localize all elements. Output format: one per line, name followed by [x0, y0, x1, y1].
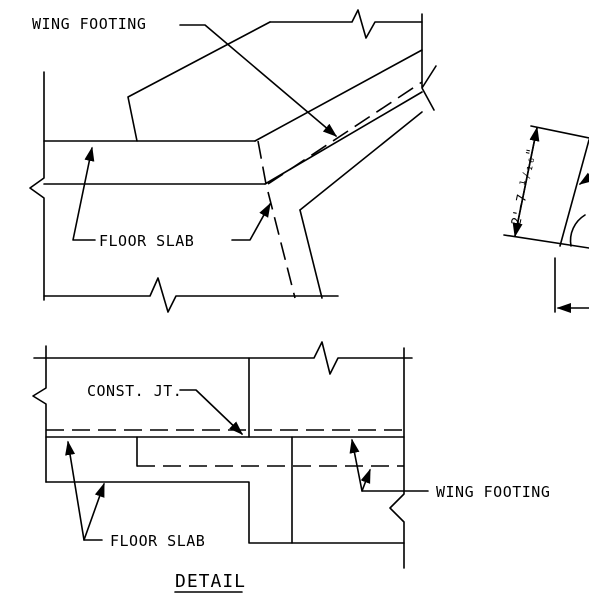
section-wing-footing-label: WING FOOTING [436, 483, 550, 501]
floor-slab-leader-right [231, 202, 271, 241]
section-top-line [33, 341, 413, 375]
dimension-line-back [514, 126, 540, 237]
wing-top-line [269, 9, 423, 39]
section-view: CONST. JT. FLOOR SLAB WING FOOTING [32, 341, 550, 569]
angle-leader [578, 172, 589, 185]
wing-footing-outline [127, 21, 271, 142]
dimension-text: 2'-7 ¹⁄₁₆" [509, 147, 540, 227]
wing-right-edge [421, 13, 437, 111]
plan-view: WING FOOTING FLOOR SLAB [29, 9, 437, 313]
dimension-extension-1 [530, 125, 589, 139]
angle-arc [569, 214, 586, 247]
dimension-member-edge [559, 139, 589, 247]
floor-slab-leader-b [83, 482, 105, 541]
const-jt-label: CONST. JT. [87, 382, 182, 400]
floor-slab-bottom [45, 481, 405, 544]
wing-footing-leader-b [360, 468, 371, 492]
wing-diagonal-lower [264, 91, 423, 185]
floor-slab-leader-left [72, 146, 96, 241]
plan-floor-slab-label: FLOOR SLAB [99, 232, 194, 250]
dimension-fragment: 2'-7 ¹⁄₁₆" [503, 125, 589, 314]
wing-diagonal-bottom [299, 111, 423, 211]
plan-joint-dashed-2 [267, 81, 423, 185]
const-jt-leader [179, 389, 244, 435]
wing-footing-leader-a [349, 438, 429, 492]
plan-left-edge [29, 71, 45, 301]
section-right-edge [389, 347, 405, 569]
plan-joint-dashed-1 [257, 140, 296, 299]
wing-footing-leader [179, 24, 338, 137]
section-floor-slab-label: FLOOR SLAB [110, 532, 205, 550]
dimension-extension-2 [503, 234, 589, 249]
plan-wing-footing-label: WING FOOTING [32, 15, 146, 33]
plan-bottom-line [43, 277, 339, 313]
wing-stem-right [299, 209, 323, 299]
detail-title: DETAIL [175, 571, 246, 592]
section-left-edge [32, 345, 47, 483]
floor-slab-leader-a [65, 440, 103, 541]
wing-diagonal-upper [254, 49, 423, 142]
